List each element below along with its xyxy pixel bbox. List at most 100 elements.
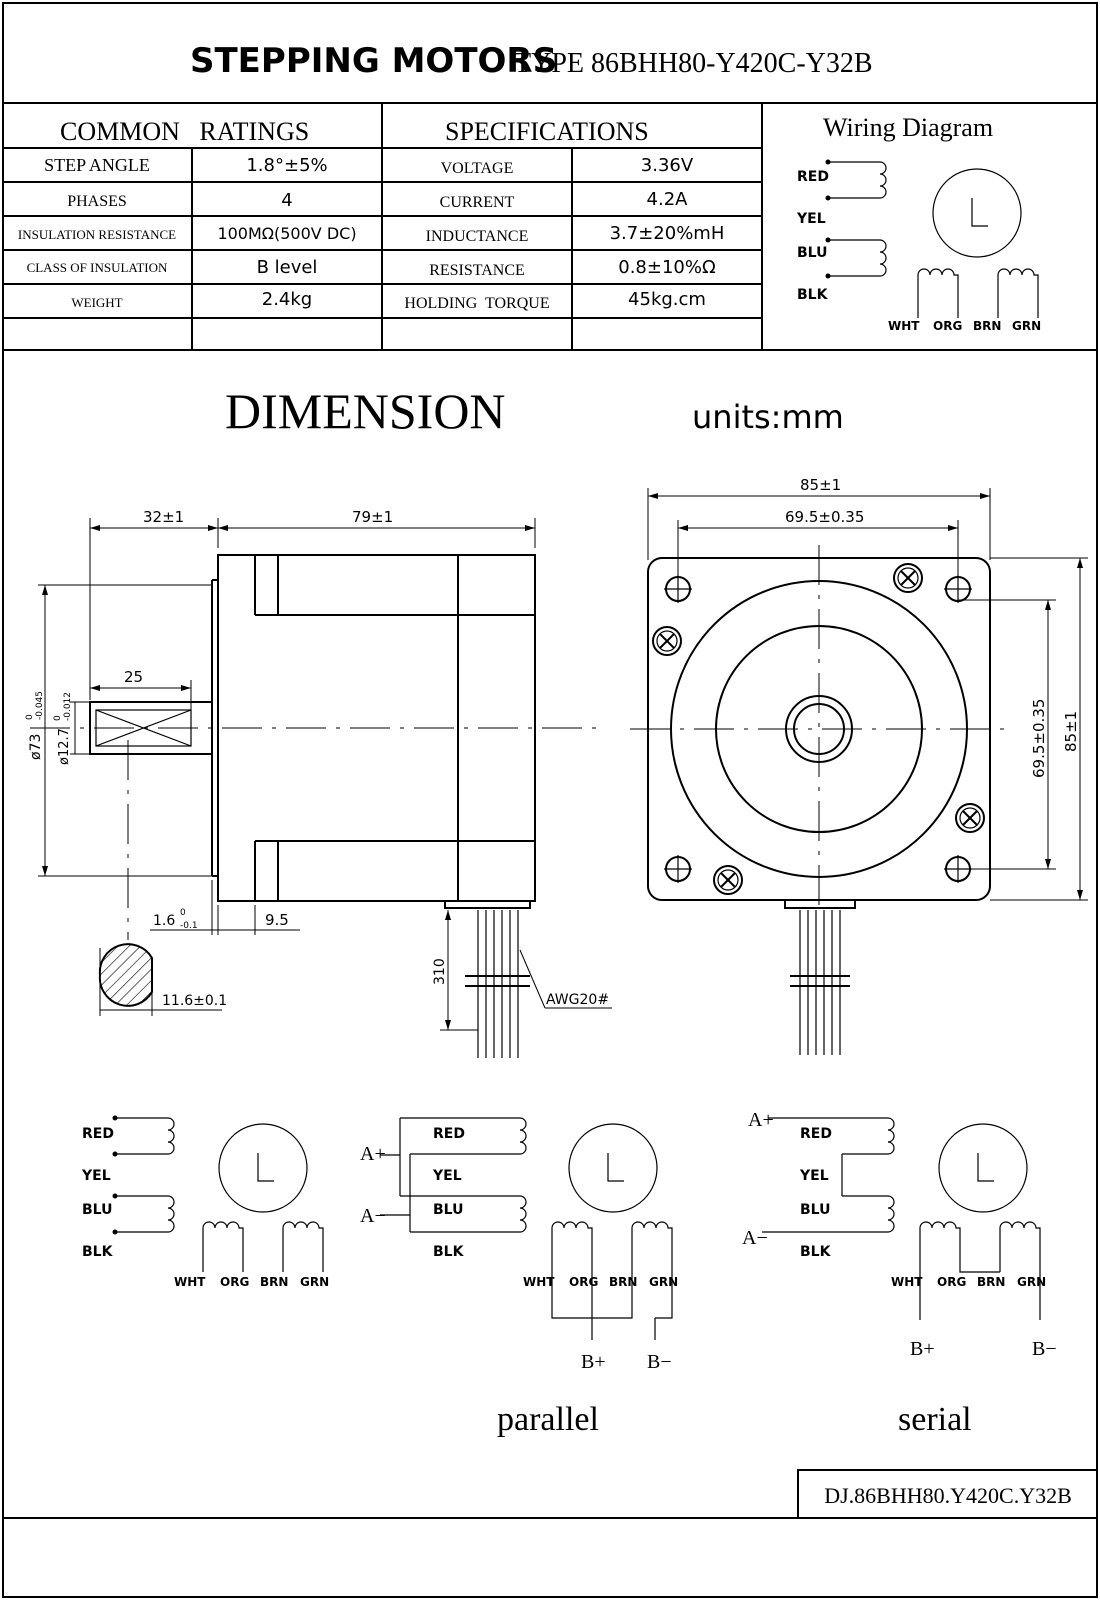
current-value: 4.2A — [647, 189, 689, 210]
conn3-grn: GRN — [1017, 1275, 1046, 1289]
conn1-blu: BLU — [82, 1202, 112, 1218]
wire-label-yel: YEL — [796, 211, 826, 227]
conn1-blk: BLK — [82, 1244, 114, 1260]
insulation-resistance-label: INSULATION RESISTANCE — [18, 227, 176, 242]
dim-shaft-length: 32±1 — [143, 508, 184, 526]
resistance-value: 0.8±10%Ω — [618, 257, 716, 278]
common-ratings-heading: COMMON RATINGS — [60, 117, 309, 146]
conn2-grn: GRN — [649, 1275, 678, 1289]
drawing-number-block: DJ.86BHH80.Y420C.Y32B — [3, 1469, 1098, 1519]
dim-hole-spacing-h: 69.5±0.35 — [785, 508, 864, 526]
motor-body — [217, 554, 536, 902]
serial-b-minus: B− — [1032, 1338, 1057, 1360]
dim-pilot-dia: ø73 — [28, 734, 44, 760]
inductance-label: INDUCTANCE — [426, 228, 529, 245]
voltage-value: 3.36V — [641, 155, 694, 176]
wire-label-blu: BLU — [797, 245, 827, 261]
conn2-blk: BLK — [433, 1244, 465, 1260]
specifications-heading: SPECIFICATIONS — [445, 117, 649, 146]
serial-label: serial — [898, 1401, 972, 1438]
parallel-b-plus: B+ — [581, 1351, 606, 1373]
wiring-diagram-heading: Wiring Diagram — [823, 113, 993, 142]
title-type: TYPE 86BHH80-Y420C-Y32B — [514, 48, 873, 79]
drawing-number: DJ.86BHH80.Y420C.Y32B — [824, 1483, 1072, 1508]
wire-label-brn: BRN — [973, 319, 1001, 333]
wire-label-grn: GRN — [1012, 319, 1041, 333]
dim-key-length: 25 — [124, 668, 143, 686]
wire-label-red: RED — [797, 169, 829, 185]
coil-d-symbol — [997, 268, 1039, 318]
dim-flange-thickness: 9.5 — [265, 911, 289, 929]
conn1-grn: GRN — [300, 1275, 329, 1289]
dim-shaft-flat: 11.6±0.1 — [162, 993, 227, 1009]
dim-shaft-tol-upper: 0 — [53, 715, 63, 721]
lead-awg-label: AWG20# — [546, 992, 609, 1008]
step-angle-value: 1.8°±5% — [246, 155, 327, 176]
insulation-class-label: CLASS OF INSULATION — [27, 260, 168, 275]
phases-label: PHASES — [67, 193, 127, 210]
conn3-wht: WHT — [891, 1275, 923, 1289]
holding-torque-label: HOLDING TORQUE — [404, 295, 549, 312]
conn1-org: ORG — [220, 1275, 249, 1289]
dim-pilot-tol-lower: -0.045 — [35, 691, 45, 720]
conn3-org: ORG — [937, 1275, 966, 1289]
dim-front-height: 85±1 — [1062, 711, 1080, 752]
parallel-a-plus: A+ — [360, 1143, 386, 1165]
step-angle-label: STEP ANGLE — [44, 155, 150, 175]
conn1-brn: BRN — [260, 1275, 288, 1289]
insulation-resistance-value: 100MΩ(500V DC) — [217, 224, 356, 243]
dim-pilot-depth-tol-lower: -0.1 — [180, 921, 198, 931]
holding-torque-value: 45kg.cm — [628, 289, 706, 310]
conn3-blk: BLK — [800, 1244, 832, 1260]
conn2-yel: YEL — [432, 1168, 462, 1184]
title-block: STEPPING MOTORS TYPE 86BHH80-Y420C-Y32B — [3, 41, 1097, 104]
conn3-red: RED — [800, 1126, 832, 1142]
lead-wires-side: 310 AWG20# — [432, 910, 612, 1058]
weight-label: WEIGHT — [71, 295, 122, 310]
conn2-brn: BRN — [609, 1275, 637, 1289]
dimension-title: DIMENSION — [225, 383, 506, 439]
wiring-diagram-top: RED YEL BLU BLK WHT ORG BRN GRN — [796, 159, 1041, 333]
conn2-blu: BLU — [433, 1202, 463, 1218]
conn2-wht: WHT — [523, 1275, 555, 1289]
conn3-blu: BLU — [800, 1202, 830, 1218]
conn2-red: RED — [433, 1126, 465, 1142]
dim-lead-length: 310 — [432, 958, 448, 985]
connection-diagram-parallel: RED YEL BLU BLK A+ A− WHT ORG BRN GRN B+… — [360, 1117, 678, 1438]
ratings-table: COMMON RATINGS SPECIFICATIONS Wiring Dia… — [3, 103, 1097, 351]
dim-pilot-depth-tol-upper: 0 — [180, 908, 186, 918]
conn3-brn: BRN — [977, 1275, 1005, 1289]
dim-front-width: 85±1 — [800, 476, 841, 494]
wire-label-org: ORG — [933, 319, 962, 333]
dim-hole-spacing-v: 69.5±0.35 — [1030, 699, 1048, 778]
resistance-label: RESISTANCE — [429, 262, 525, 279]
conn3-yel: YEL — [799, 1168, 829, 1184]
flange-screws — [652, 563, 985, 895]
dim-pilot-tol-upper: 0 — [25, 714, 35, 720]
conn2-org: ORG — [569, 1275, 598, 1289]
coil-c-symbol — [917, 268, 959, 318]
conn1-red: RED — [82, 1126, 114, 1142]
serial-a-minus: A− — [742, 1227, 768, 1249]
current-label: CURRENT — [440, 194, 515, 211]
dim-body-length: 79±1 — [352, 508, 393, 526]
serial-b-plus: B+ — [910, 1338, 935, 1360]
coil-b-symbol — [828, 239, 887, 277]
phases-value: 4 — [281, 190, 292, 211]
dim-pilot-depth: 1.6 — [153, 913, 175, 929]
connection-diagram-unipolar: RED YEL BLU BLK WHT ORG BRN GRN — [81, 1115, 329, 1289]
mounting-holes — [664, 575, 972, 883]
wire-label-wht: WHT — [888, 319, 920, 333]
side-view: 32±1 79±1 25 ø73 — [25, 508, 612, 1058]
conn1-wht: WHT — [174, 1275, 206, 1289]
rotor-symbol — [932, 168, 1022, 258]
weight-value: 2.4kg — [262, 289, 312, 310]
units-label: units:mm — [692, 398, 844, 436]
coil-a-symbol — [828, 161, 887, 199]
conn1-yel: YEL — [81, 1168, 111, 1184]
dim-shaft-dia: ø12.7 — [57, 728, 72, 765]
dim-shaft-tol-lower: -0.012 — [63, 692, 73, 721]
